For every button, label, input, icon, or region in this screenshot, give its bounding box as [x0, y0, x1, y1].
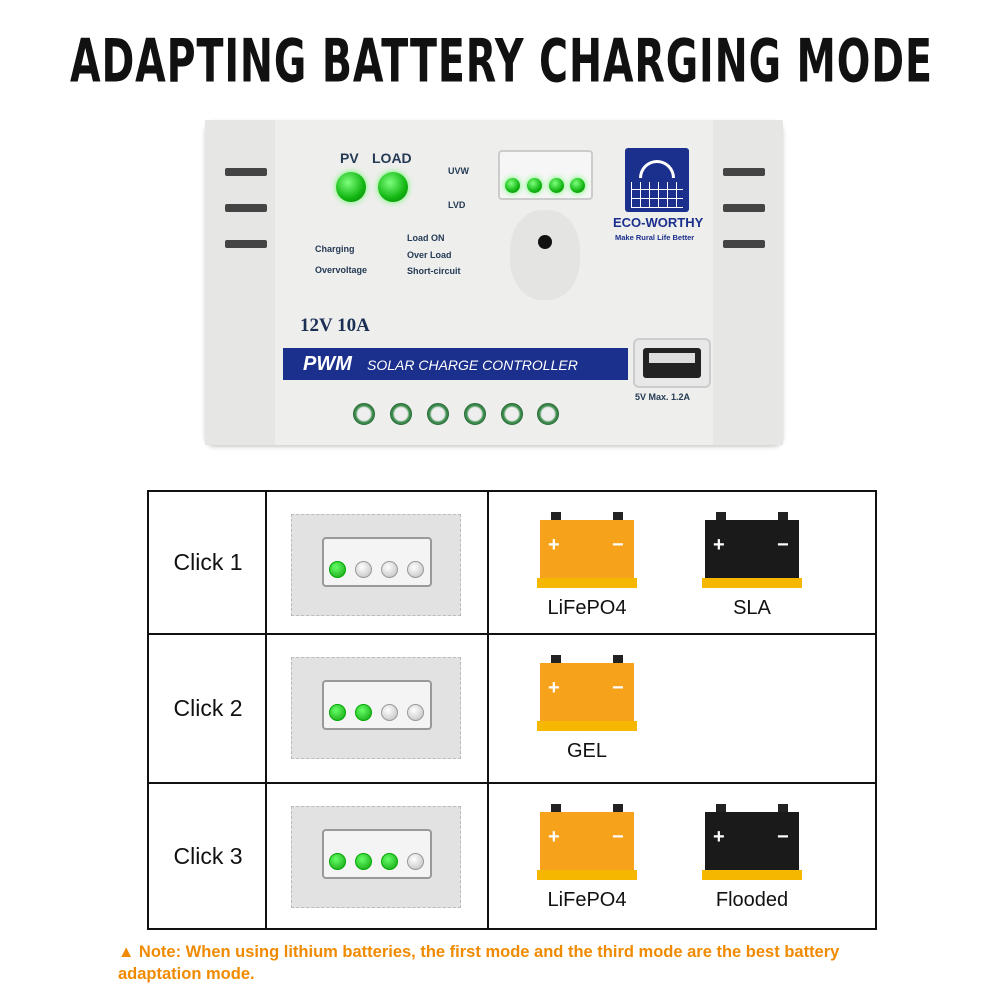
mode-table: Click 1 +− LiFePO4 +− SLA Click 2 +− GEL C…: [147, 490, 877, 930]
battery-type-label: GEL: [566, 740, 608, 762]
battery-indicator-window: [498, 150, 593, 200]
terminal-screw: [537, 403, 559, 425]
battery-icon: +−: [537, 512, 637, 592]
terminal-screw: [427, 403, 449, 425]
led-on: [355, 853, 372, 870]
battery-type-label: Flooded: [715, 889, 789, 911]
page-title: ADAPTING BATTERY CHARGING MODE: [70, 25, 933, 96]
led-off: [407, 704, 424, 721]
led-indicator-thumbnail: [291, 806, 461, 908]
terminal-screw: [501, 403, 523, 425]
led-on: [329, 561, 346, 578]
mode-button[interactable]: [510, 210, 580, 300]
usb-port: [633, 338, 711, 388]
right-vent: [713, 120, 783, 445]
led-off: [381, 704, 398, 721]
battery-icon: +−: [537, 804, 637, 884]
led-on: [381, 853, 398, 870]
over-load-label: Over Load: [407, 250, 452, 260]
load-on-label: Load ON: [407, 233, 445, 243]
led-indicator-thumbnail: [291, 514, 461, 616]
led-off: [355, 561, 372, 578]
battery-icon: +−: [537, 655, 637, 735]
pv-label: PV: [340, 150, 359, 166]
battery-icon: +−: [702, 512, 802, 592]
uvw-label: UVW: [448, 166, 469, 176]
rating-label: 12V 10A: [300, 315, 370, 336]
load-label: LOAD: [372, 150, 412, 166]
led-on: [355, 704, 372, 721]
led-on: [329, 704, 346, 721]
battery-type-label: LiFePO4: [547, 597, 627, 619]
row-label: Click 2: [173, 694, 243, 721]
row-label: Click 3: [173, 843, 243, 869]
warning-triangle-icon: ▲: [118, 943, 139, 961]
row-label: Click 1: [173, 548, 243, 575]
led-indicator-thumbnail: [291, 657, 461, 759]
brand-logo-icon: [625, 148, 689, 212]
product-band: PWM SOLAR CHARGE CONTROLLER: [283, 348, 628, 380]
charging-label: Charging: [315, 244, 355, 254]
charge-controller-image: PV LOAD Charging Overvoltage Load ON Ove…: [205, 120, 783, 445]
load-led: [378, 172, 408, 202]
note-text: Note: When using lithium batteries, the …: [118, 943, 840, 983]
band-text: SOLAR CHARGE CONTROLLER: [367, 357, 578, 373]
left-vent: [205, 120, 275, 445]
terminal-screw: [353, 403, 375, 425]
brand-name: ECO-WORTHY: [613, 215, 704, 230]
led-on: [329, 853, 346, 870]
battery-icon: +−: [702, 804, 802, 884]
brand-slogan: Make Rural Life Better: [615, 233, 695, 242]
led-off: [381, 561, 398, 578]
battery-type-label: SLA: [733, 597, 771, 619]
lvd-label: LVD: [448, 200, 466, 210]
overvoltage-label: Overvoltage: [315, 265, 368, 275]
usb-rating: 5V Max. 1.2A: [635, 392, 691, 402]
battery-type-label: LiFePO4: [547, 889, 627, 911]
note: ▲ Note: When using lithium batteries, th…: [118, 941, 878, 985]
terminal-screw: [464, 403, 486, 425]
terminal-screw: [390, 403, 412, 425]
led-off: [407, 853, 424, 870]
pwm-label: PWM: [303, 353, 352, 375]
pv-led: [336, 172, 366, 202]
short-circuit-label: Short-circuit: [407, 266, 461, 276]
led-off: [407, 561, 424, 578]
